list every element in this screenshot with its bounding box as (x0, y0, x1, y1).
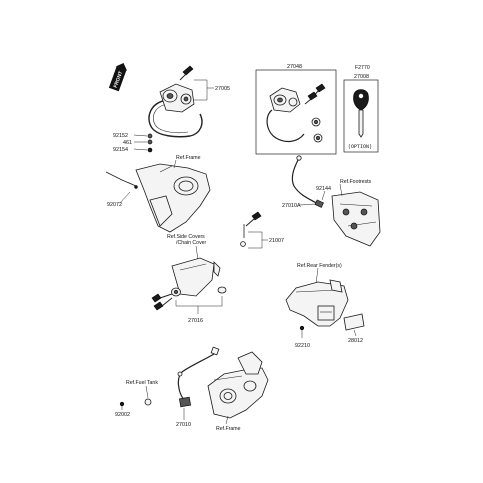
part-number-27008: 27008 (354, 74, 369, 80)
ignition-switch-set-27048: 27048 (255, 64, 337, 155)
part-number-27016: 27016 (188, 318, 203, 324)
side-cover-lock-27016: Ref.Side Covers /Chain Cover 27016 (151, 234, 227, 324)
rear-fender-assembly: Ref.Rear Fender(s) 28012 92210 (285, 263, 365, 349)
key-blank-icon (353, 89, 369, 138)
switch-27010-assembly: Ref.Fuel Tank 92002 27010 Ref.Frame (115, 346, 269, 432)
reflector-28012-icon (343, 313, 365, 331)
code-f2770: F2770 (355, 65, 370, 71)
part-number-92072: 92072 (107, 202, 122, 208)
ref-frame-bottom-label: Ref.Frame (216, 426, 241, 432)
ignition-switch-assembly-27005: 27005 92152 461 92154 (113, 65, 230, 153)
key-set-21007: 21007 (240, 211, 284, 249)
ref-fuel-tank-label: Ref.Fuel Tank (126, 380, 158, 386)
part-number-92144: 92144 (316, 186, 331, 192)
part-number-92152: 92152 (113, 133, 128, 139)
part-number-21007: 21007 (269, 238, 284, 244)
part-number-27010: 27010 (176, 422, 191, 428)
part-box-27008 (343, 79, 379, 153)
bolt-92002-icon (119, 401, 125, 407)
ref-footrests-label: Ref.Footrests (340, 179, 372, 185)
ref-side-covers-label-line2: /Chain Cover (176, 240, 207, 246)
washer-461-icon (147, 139, 153, 145)
ref-rear-fender-label: Ref.Rear Fender(s) (297, 263, 342, 269)
bolt-92152-icon (147, 133, 153, 139)
part-box-27048 (255, 69, 337, 155)
ref-frame-top-label: Ref.Frame (176, 155, 201, 161)
part-number-92210: 92210 (295, 343, 310, 349)
part-number-92002: 92002 (115, 412, 130, 418)
key-21007-icon (243, 211, 262, 238)
front-direction-logo: FRONT (108, 62, 128, 92)
switch-wire-27010a-assembly: Ref.Footrests 92144 27010A (282, 155, 381, 247)
frame-upper-assembly: Ref.Frame 92072 (105, 155, 211, 233)
bolt-92210-icon (299, 325, 305, 331)
nut-92154-icon (147, 147, 153, 153)
option-label: (OPTION) (348, 144, 372, 150)
part-number-27048: 27048 (287, 64, 302, 70)
set-key-icon (304, 83, 326, 105)
key-blank-27008: F2770 27008 (OPTION) (343, 65, 379, 153)
ignition-key-icon (179, 65, 194, 81)
key-27016-icon (151, 293, 173, 311)
part-number-27005: 27005 (215, 86, 230, 92)
part-number-28012: 28012 (348, 338, 363, 344)
ref-side-covers-label-line1: Ref.Side Covers (167, 234, 205, 240)
part-number-92154: 92154 (113, 147, 128, 153)
part-number-27010a: 27010A (282, 203, 301, 209)
part-number-461: 461 (123, 140, 132, 146)
front-logo-text: FRONT (113, 71, 125, 89)
